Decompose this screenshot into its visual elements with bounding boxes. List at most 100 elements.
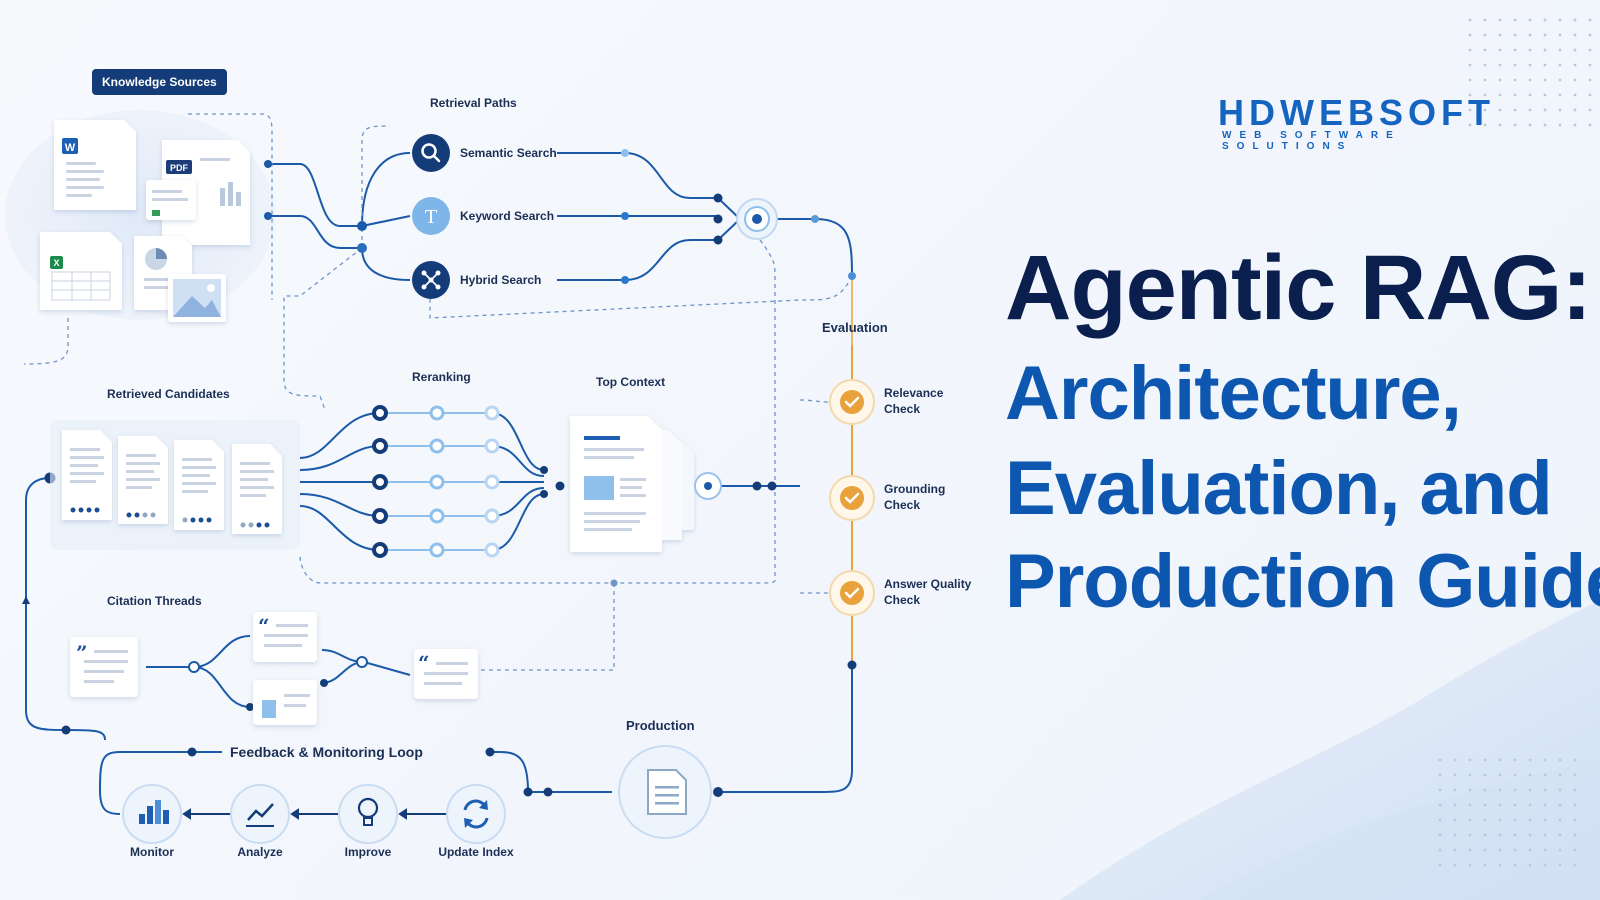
improve-label: Improve — [345, 845, 392, 859]
background-dot — [1543, 758, 1547, 762]
background-dot — [1498, 33, 1502, 37]
background-dot — [1543, 123, 1547, 127]
background-dot — [1528, 803, 1532, 807]
monitor-label: Monitor — [130, 845, 174, 859]
background-dot — [1498, 788, 1502, 792]
page-title-line2: Architecture, — [1005, 351, 1462, 436]
background-dot — [1468, 63, 1472, 67]
background-dot — [1498, 63, 1502, 67]
background-dot — [1543, 848, 1547, 852]
background-dot — [1543, 108, 1547, 112]
background-dot — [1588, 33, 1592, 37]
network-icon — [412, 261, 450, 299]
background-dot — [1573, 108, 1577, 112]
citation-cards: ” “ “ — [70, 612, 478, 725]
retrieved-candidate-docs — [50, 420, 300, 550]
background-dot — [1483, 788, 1487, 792]
background-dot — [1468, 758, 1472, 762]
page-title-line1: Agentic RAG: — [1005, 237, 1592, 339]
background-dot — [1453, 863, 1457, 867]
background-dot — [1573, 63, 1577, 67]
background-dot — [1498, 758, 1502, 762]
word-badge: W — [65, 142, 76, 154]
background-dot — [1468, 33, 1472, 37]
text-t-icon: T — [412, 197, 450, 235]
background-dot — [1483, 123, 1487, 127]
bar-chart-icon — [122, 784, 182, 844]
svg-text:T: T — [425, 206, 437, 228]
background-dot — [1483, 803, 1487, 807]
feedback-loop-label: Feedback & Monitoring Loop — [230, 744, 423, 760]
background-dot — [1528, 833, 1532, 837]
relevance-check-line2: Check — [884, 402, 920, 416]
production-label: Production — [626, 718, 695, 733]
background-dot — [1483, 818, 1487, 822]
background-dot — [1438, 818, 1442, 822]
background-dot — [1528, 18, 1532, 22]
background-dot — [1483, 93, 1487, 97]
background-dot — [1528, 63, 1532, 67]
background-dot — [1513, 848, 1517, 852]
background-dot — [1438, 758, 1442, 762]
background-dot — [1573, 773, 1577, 777]
relevance-check-icon — [829, 379, 875, 425]
background-dot — [1528, 818, 1532, 822]
background-dot — [1528, 108, 1532, 112]
background-dot — [1558, 33, 1562, 37]
background-dot — [1558, 818, 1562, 822]
background-dot — [1453, 833, 1457, 837]
background-dot — [1468, 108, 1472, 112]
background-dot — [1438, 848, 1442, 852]
background-dot — [1573, 78, 1577, 82]
background-dot — [1528, 773, 1532, 777]
merge-node — [736, 198, 778, 240]
background-dot — [1468, 93, 1472, 97]
background-dot — [1558, 78, 1562, 82]
brand-logo: HDWEBSOFT WEB SOFTWARE SOLUTIONS — [1218, 92, 1518, 152]
background-dot — [1468, 773, 1472, 777]
background-dot — [1558, 848, 1562, 852]
background-dot — [1498, 803, 1502, 807]
background-dot — [1528, 848, 1532, 852]
background-dot — [1498, 48, 1502, 52]
background-dot — [1483, 848, 1487, 852]
background-dot — [1543, 93, 1547, 97]
evaluation-check-icons — [829, 379, 875, 616]
background-dot — [1513, 18, 1517, 22]
brand-tagline: WEB SOFTWARE SOLUTIONS — [1222, 130, 1401, 152]
background-dot — [1573, 818, 1577, 822]
background-dot — [1468, 833, 1472, 837]
background-dot — [1498, 863, 1502, 867]
background-dot — [1468, 123, 1472, 127]
background-dot — [1468, 788, 1472, 792]
background-dot — [1573, 803, 1577, 807]
pdf-badge: PDF — [170, 163, 189, 173]
background-dot — [1528, 48, 1532, 52]
background-dot — [1483, 33, 1487, 37]
background-dot — [1513, 803, 1517, 807]
background-dot — [1483, 48, 1487, 52]
dashed-connectors — [23, 113, 853, 671]
background-dot — [1528, 93, 1532, 97]
background-dot — [1543, 63, 1547, 67]
image-file-icon — [168, 274, 226, 322]
evaluation-label: Evaluation — [822, 320, 888, 335]
top-context-doc — [570, 416, 722, 552]
background-dot — [1513, 758, 1517, 762]
background-dot — [1543, 833, 1547, 837]
citation-threads-label: Citation Threads — [107, 594, 202, 608]
background-dot — [1483, 863, 1487, 867]
background-dot — [1468, 848, 1472, 852]
background-dot — [1483, 773, 1487, 777]
top-context-label: Top Context — [596, 375, 665, 389]
background-dot — [1438, 773, 1442, 777]
background-dot — [1498, 93, 1502, 97]
background-dot — [1588, 18, 1592, 22]
background-dot — [1513, 33, 1517, 37]
background-dot — [1498, 18, 1502, 22]
answer-quality-check-line2: Check — [884, 593, 920, 607]
background-dot — [1573, 123, 1577, 127]
background-dot — [1573, 93, 1577, 97]
background-dot — [1573, 848, 1577, 852]
